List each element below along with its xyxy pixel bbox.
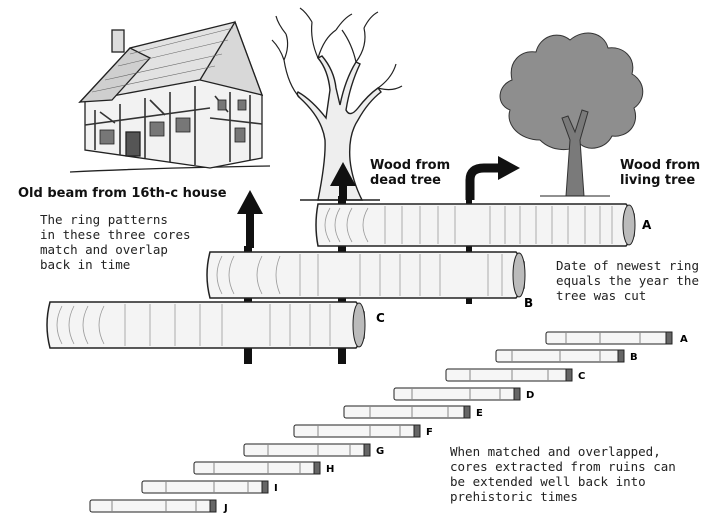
up-arrow-icon: [237, 162, 356, 248]
small-label-e: E: [476, 408, 483, 419]
small-core-labels: A B C D E F G H I J: [223, 334, 688, 514]
small-label-a: A: [680, 334, 688, 345]
small-label-j: J: [223, 503, 228, 514]
small-label-d: D: [526, 390, 534, 401]
living-tree-icon: [499, 32, 644, 197]
small-label-h: H: [326, 464, 334, 475]
small-core-f: [293, 424, 421, 438]
house-icon: [69, 20, 271, 173]
log-label-b: B: [524, 296, 533, 310]
curved-arrow-icon: [465, 156, 520, 200]
small-label-b: B: [630, 352, 638, 363]
small-cores: [89, 331, 673, 513]
small-label-f: F: [426, 427, 433, 438]
log-label-c: C: [376, 311, 385, 325]
log-core-b: [206, 251, 526, 299]
small-core-h: [193, 461, 321, 475]
log-core-c: [46, 301, 366, 349]
ring-patterns-note: The ring patterns in these three cores m…: [40, 212, 191, 272]
newest-ring-note: Date of newest ring equals the year the …: [556, 258, 699, 303]
small-core-d: [393, 387, 521, 401]
small-label-g: G: [376, 446, 384, 457]
small-core-b: [495, 349, 625, 363]
log-label-a: A: [642, 218, 652, 232]
living-tree-label: Wood from living tree: [620, 158, 701, 188]
small-core-c: [445, 368, 573, 382]
small-core-i: [141, 480, 269, 494]
matched-cores-note: When matched and overlapped, cores extra…: [450, 444, 676, 504]
dead-tree-label: Wood from dead tree: [370, 158, 451, 188]
small-core-a: [545, 331, 673, 345]
small-label-i: I: [274, 483, 278, 494]
small-core-e: [343, 405, 471, 419]
small-label-c: C: [578, 371, 585, 382]
small-core-g: [243, 443, 371, 457]
log-core-a: [315, 203, 636, 247]
small-core-j: [89, 499, 217, 513]
old-beam-label: Old beam from 16th-c house: [18, 186, 227, 201]
